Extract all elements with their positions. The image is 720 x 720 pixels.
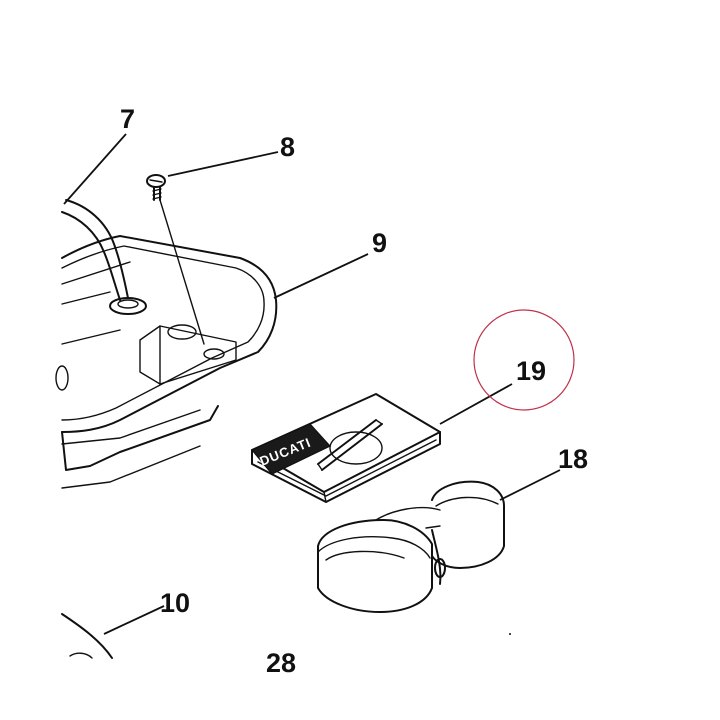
screw-icon	[146, 174, 205, 345]
lower-part-10	[61, 613, 113, 659]
cable-part-7	[61, 199, 147, 315]
tool-roll-icon	[317, 480, 505, 613]
callout-28: 28	[266, 648, 296, 678]
callout-7: 7	[120, 104, 135, 134]
leader-lines	[63, 133, 561, 635]
highlight-circle	[473, 309, 575, 411]
callout-19: 19	[516, 356, 546, 386]
callout-10: 10	[160, 588, 190, 618]
callout-9: 9	[372, 228, 387, 258]
manual-booklet-icon	[251, 393, 441, 503]
seat-tray-part-9	[55, 235, 278, 489]
callout-8: 8	[280, 132, 295, 162]
callout-18: 18	[558, 444, 588, 474]
